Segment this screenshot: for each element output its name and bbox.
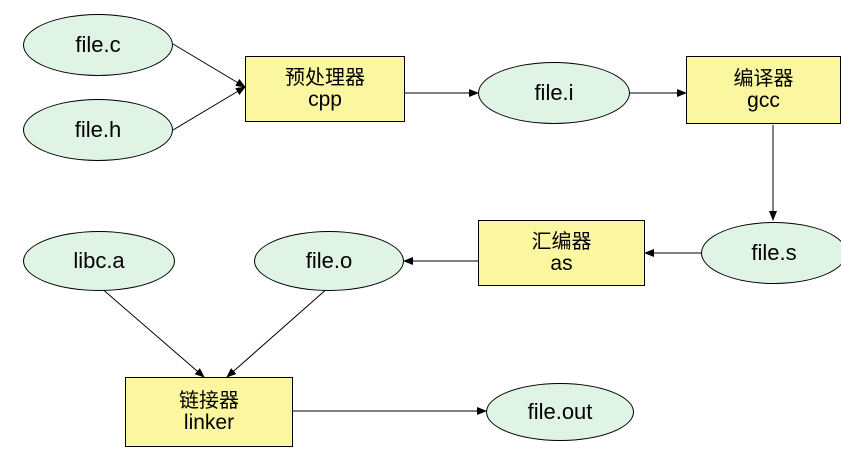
- libc-a-node: libc.a: [23, 231, 175, 291]
- linker-tool: linker: [183, 411, 235, 435]
- file-c-node: file.c: [23, 14, 173, 76]
- compiler-title: 编译器: [733, 66, 794, 91]
- file-s-label: file.s: [751, 240, 797, 265]
- compiler-tool: gcc: [747, 89, 780, 113]
- file-s-node: file.s: [701, 222, 841, 284]
- compiler-box: 编译器 gcc: [686, 56, 841, 124]
- linker-box: 链接器 linker: [125, 377, 293, 447]
- file-i-label: file.i: [534, 80, 574, 105]
- file-h-node: file.h: [23, 99, 173, 161]
- file-i-node: file.i: [478, 62, 630, 124]
- edge-libc-a-to-linker: [99, 286, 205, 378]
- preprocessor-tool: cpp: [308, 88, 342, 112]
- libc-a-label: libc.a: [73, 248, 125, 273]
- file-out-label: file.out: [527, 399, 593, 424]
- edge-file-c-to-preprocessor: [172, 43, 246, 88]
- file-o-node: file.o: [254, 231, 404, 291]
- edge-file-o-to-linker: [226, 286, 330, 378]
- linker-title: 链接器: [179, 388, 239, 413]
- file-o-label: file.o: [305, 248, 353, 273]
- preprocessor-box: 预处理器 cpp: [245, 56, 405, 122]
- file-out-node: file.out: [486, 383, 634, 441]
- file-h-label: file.h: [74, 117, 122, 142]
- assembler-tool: as: [550, 252, 573, 276]
- assembler-box: 汇编器 as: [478, 220, 645, 286]
- preprocessor-title: 预处理器: [285, 65, 365, 90]
- edge-file-h-to-preprocessor: [172, 86, 246, 131]
- assembler-title: 汇编器: [531, 229, 592, 254]
- file-c-label: file.c: [75, 32, 121, 57]
